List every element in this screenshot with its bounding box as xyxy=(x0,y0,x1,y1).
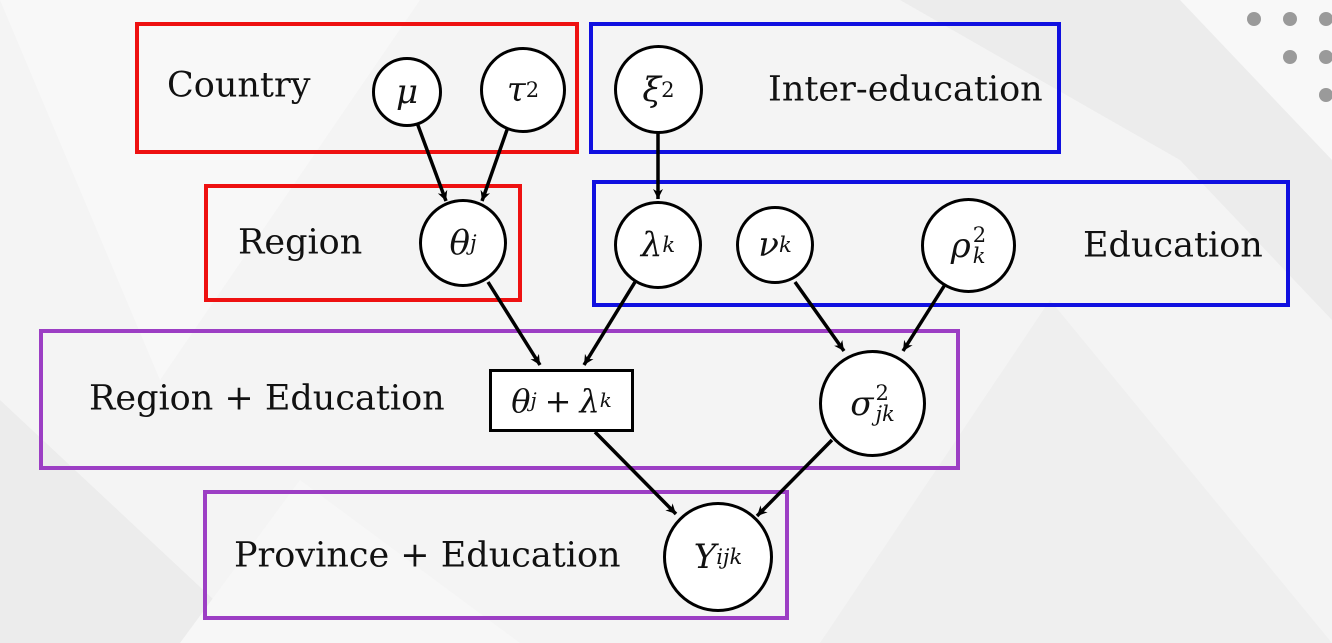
edge-theta-sum xyxy=(486,281,542,366)
province-education-label: Province + Education xyxy=(234,535,621,576)
edge-sum-y xyxy=(593,430,678,516)
education-plate xyxy=(592,180,1290,307)
region-plate xyxy=(204,184,522,302)
region-education-label: Region + Education xyxy=(89,378,445,419)
rho-superscript: 2 xyxy=(972,222,987,248)
edge-nu-sigma xyxy=(793,280,846,353)
y-symbol: Y xyxy=(693,537,717,577)
rho-subscript: k xyxy=(972,242,986,268)
sum-lambda-symbol: λ xyxy=(579,381,600,420)
edge-lambda-sum xyxy=(582,281,637,366)
edge-rho-sigma xyxy=(901,282,948,352)
sigma-subscript: jk xyxy=(875,400,895,426)
country-plate xyxy=(135,22,579,154)
sum-theta-symbol: θ xyxy=(511,381,531,420)
xi-symbol: ξ xyxy=(642,69,662,110)
region-label: Region xyxy=(238,222,363,263)
inter-education-plate xyxy=(589,22,1061,154)
plus-sign: + xyxy=(544,381,572,420)
edge-sigma-y xyxy=(755,438,834,518)
theta-symbol: θ xyxy=(449,223,470,263)
inter-education-label: Inter-education xyxy=(768,69,1043,110)
mu-node: μ xyxy=(372,57,442,127)
mu-symbol: μ xyxy=(395,72,419,112)
tau-symbol: τ xyxy=(506,70,526,110)
region-education-plate xyxy=(39,329,960,470)
edge-tau-theta xyxy=(480,126,510,202)
sigma-symbol: σ xyxy=(850,383,874,424)
education-label: Education xyxy=(1083,225,1263,266)
country-label: Country xyxy=(167,65,311,106)
province-education-plate xyxy=(203,490,789,620)
edge-mu-theta xyxy=(414,119,448,202)
nu-symbol: ν xyxy=(758,225,779,265)
sigma-superscript: 2 xyxy=(875,380,889,406)
lambda-symbol: λ xyxy=(640,225,663,265)
rho-symbol: ρ xyxy=(950,225,971,266)
